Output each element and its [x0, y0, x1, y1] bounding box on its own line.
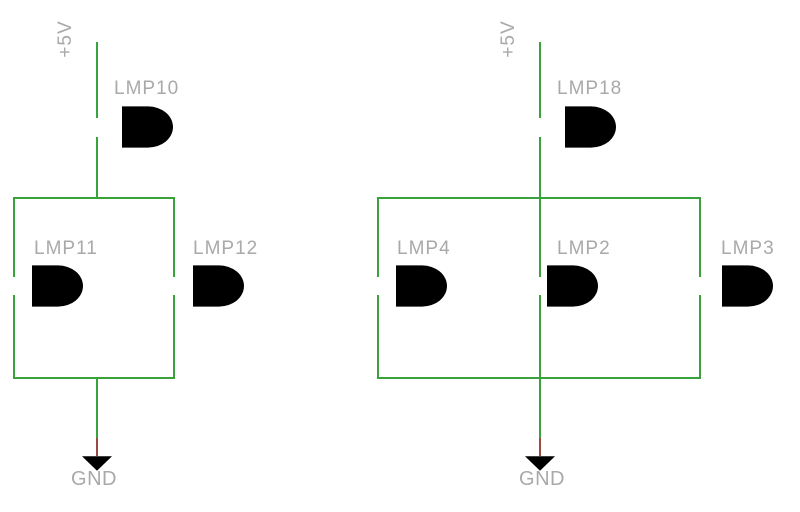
- lamp-label-lmp18: LMP18: [557, 78, 623, 99]
- net-right-rect-left-edge-upper[interactable]: [377, 197, 379, 277]
- power-arrow-glyph: [529, 13, 552, 43]
- lamp-glyph: [697, 263, 773, 309]
- gnd-stem-right[interactable]: [539, 438, 541, 456]
- lamp-label-lmp12: LMP12: [193, 238, 259, 259]
- net-left-rect-bottom-edge[interactable]: [13, 377, 175, 379]
- net-right-rect-left-edge-lower[interactable]: [377, 295, 379, 379]
- wire-right-lmp18-to-lmp2[interactable]: [539, 137, 541, 277]
- wire-right-net-to-gnd[interactable]: [539, 295, 541, 438]
- power-arrow-icon-right[interactable]: [525, 11, 555, 43]
- wire-left-net-to-gnd[interactable]: [96, 378, 98, 438]
- gnd-label-left: GND: [71, 468, 117, 490]
- lamp-label-lmp11: LMP11: [34, 238, 98, 259]
- lamp-lmp4[interactable]: [371, 261, 456, 311]
- lamp-glyph: [97, 104, 173, 150]
- lamp-label-lmp4: LMP4: [397, 238, 451, 259]
- lamp-label-lmp3: LMP3: [721, 238, 775, 259]
- lamp-glyph: [522, 263, 598, 309]
- lamp-lmp12[interactable]: [168, 261, 253, 311]
- lamp-glyph: [7, 263, 83, 309]
- net-left-rect-right-edge-lower[interactable]: [173, 295, 175, 379]
- power-label-left: +5V: [55, 20, 76, 58]
- lamp-lmp18[interactable]: [540, 102, 625, 152]
- lamp-lmp11[interactable]: [7, 261, 92, 311]
- lamp-lmp2[interactable]: [522, 261, 607, 311]
- net-left-rect-right-edge-upper[interactable]: [173, 197, 175, 277]
- net-left-rect-left-edge-upper[interactable]: [13, 197, 15, 277]
- wire-left-power-to-lmp10[interactable]: [96, 42, 98, 118]
- power-label-right: +5V: [498, 20, 519, 58]
- lamp-label-lmp10: LMP10: [114, 78, 180, 99]
- net-right-rect-right-edge-upper[interactable]: [699, 197, 701, 277]
- gnd-stem-left[interactable]: [96, 438, 98, 456]
- wire-left-lmp10-to-net[interactable]: [96, 137, 98, 199]
- lamp-glyph: [540, 104, 616, 150]
- net-left-rect-top-edge[interactable]: [13, 197, 175, 199]
- lamp-glyph: [168, 263, 244, 309]
- net-right-rect-top-edge[interactable]: [377, 197, 701, 199]
- lamp-lmp3[interactable]: [697, 261, 782, 311]
- wire-right-power-to-lmp18[interactable]: [539, 42, 541, 118]
- power-arrow-glyph: [86, 13, 109, 43]
- lamp-glyph: [371, 263, 447, 309]
- net-right-rect-right-edge-lower[interactable]: [699, 295, 701, 379]
- gnd-label-right: GND: [519, 468, 565, 490]
- net-left-rect-left-edge-lower[interactable]: [13, 295, 15, 379]
- lamp-lmp10[interactable]: [97, 102, 182, 152]
- power-arrow-icon-left[interactable]: [82, 11, 112, 43]
- lamp-label-lmp2: LMP2: [557, 238, 611, 259]
